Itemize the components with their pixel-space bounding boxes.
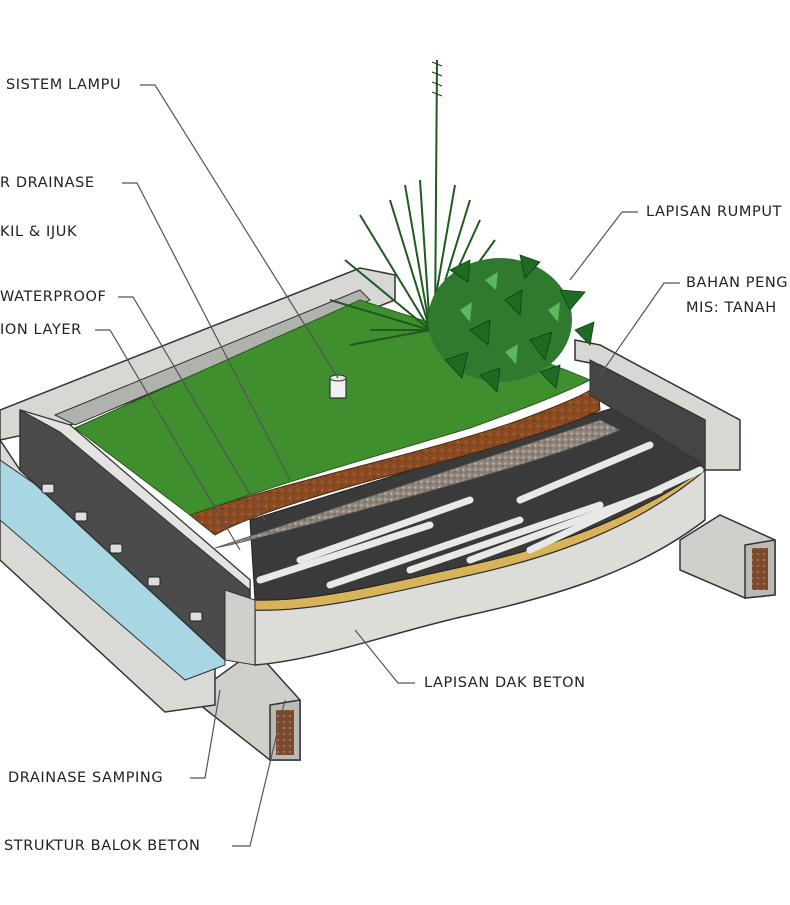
label-ion-layer: ION LAYER: [0, 322, 82, 338]
side-wall-left: [0, 408, 256, 713]
label-dak-beton: LAPISAN DAK BETON: [424, 675, 586, 691]
drainage-board: [249, 394, 711, 601]
label-drainase-top: R DRAINASE: [0, 175, 95, 191]
label-sistem-lampu: SISTEM LAMPU: [6, 77, 122, 93]
parapet-wall-right: [574, 339, 741, 472]
garden-lamp: [329, 374, 347, 399]
soil-layer: [188, 384, 601, 536]
label-kerikil-ijuk: KIL & IJUK: [0, 224, 78, 240]
label-lapisan-rumput: LAPISAN RUMPUT: [646, 204, 783, 220]
label-drainase-samping: DRAINASE SAMPING: [8, 770, 164, 786]
leader-lines: [95, 84, 680, 847]
label-mis-tanah: MIS: TANAH: [686, 300, 777, 316]
label-balok-beton: STRUKTUR BALOK BETON: [4, 838, 201, 854]
label-bahan-peng: BAHAN PENG: [686, 275, 789, 291]
concrete-beam-right: [679, 514, 776, 599]
gravel-layer: [214, 419, 621, 549]
label-waterproof: WATERPROOF: [0, 289, 107, 305]
leafy-shrub: [428, 254, 595, 393]
